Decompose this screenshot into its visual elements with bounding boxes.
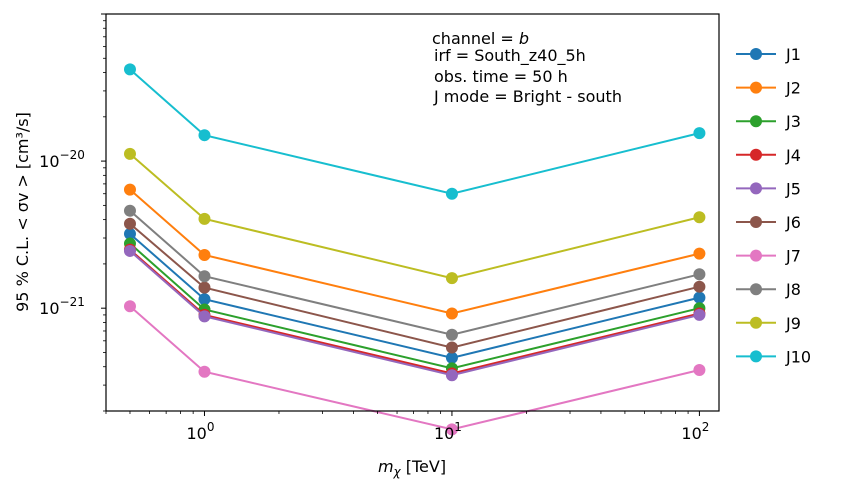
- data-point-J6-2: [445, 341, 458, 354]
- data-point-J10-2: [445, 187, 458, 200]
- legend-item-J4: J4: [736, 146, 801, 165]
- series-line-J1: [129, 233, 700, 359]
- annotation-obs-time: obs. time = 50 h: [434, 67, 568, 86]
- series-line-J5: [129, 250, 700, 377]
- x-tick-label: 102: [681, 420, 709, 443]
- data-point-J10-0: [123, 63, 136, 76]
- data-point-J5-3: [693, 308, 706, 321]
- data-point-J8-1: [198, 270, 211, 283]
- legend-item-J7: J7: [736, 247, 801, 266]
- data-point-J9-0: [123, 147, 136, 160]
- data-point-J8-0: [123, 204, 136, 217]
- data-point-J2-2: [445, 307, 458, 320]
- annotation-irf: irf = South_z40_5h: [434, 46, 586, 66]
- annotation-channel: channel = b: [432, 29, 529, 48]
- data-point-J2-3: [693, 247, 706, 260]
- legend-item-J5: J5: [736, 179, 801, 198]
- legend-marker: [750, 283, 762, 296]
- data-point-J6-1: [198, 281, 211, 294]
- data-point-J9-2: [445, 272, 458, 285]
- legend-marker: [750, 81, 762, 94]
- data-point-J9-1: [198, 212, 211, 225]
- series-line-J10: [129, 68, 700, 195]
- data-point-J5-2: [445, 369, 458, 382]
- legend-marker: [750, 316, 762, 329]
- data-point-J1-1: [198, 293, 211, 306]
- legend-label: J9: [785, 314, 801, 333]
- data-point-J7-0: [123, 300, 136, 313]
- legend-marker: [750, 350, 762, 363]
- annotation-j-mode: J mode = Bright - south: [433, 87, 622, 106]
- data-point-J8-3: [693, 268, 706, 281]
- data-point-J2-1: [198, 248, 211, 261]
- data-point-J1-0: [123, 227, 136, 240]
- legend-label: J10: [785, 347, 811, 366]
- series-J9: [123, 147, 706, 285]
- x-axis-label: mχ [TeV]: [378, 457, 446, 479]
- x-tick-label: 101: [434, 420, 462, 443]
- data-point-J7-3: [693, 364, 706, 376]
- series-J5: [123, 244, 706, 382]
- legend-marker: [750, 249, 762, 262]
- legend-marker: [750, 216, 762, 228]
- data-point-J6-3: [693, 280, 706, 293]
- data-point-J10-1: [198, 129, 211, 142]
- data-point-J10-3: [693, 127, 706, 140]
- series-J7: [123, 300, 706, 436]
- legend-label: J4: [785, 146, 801, 165]
- series-J6: [123, 217, 706, 354]
- data-point-J7-1: [198, 365, 211, 378]
- data-point-J9-3: [693, 211, 706, 224]
- data-point-J8-2: [445, 328, 458, 341]
- series-J1: [123, 227, 706, 364]
- data-point-J6-0: [123, 217, 136, 230]
- y-axis-label: 95 % C.L. < σv > [cm³/s]: [13, 112, 32, 312]
- legend-label: J5: [785, 179, 801, 198]
- legend-label: J2: [785, 79, 801, 98]
- legend-label: J3: [785, 112, 801, 131]
- series-J2: [123, 183, 706, 320]
- y-tick-label: 10−21: [39, 295, 85, 318]
- y-tick-label: 10−20: [39, 148, 85, 171]
- legend-item-J8: J8: [736, 280, 801, 299]
- series-line-J8: [129, 209, 700, 336]
- data-point-J2-0: [123, 183, 136, 196]
- data-point-J1-2: [445, 351, 458, 364]
- legend-label: J8: [785, 280, 801, 299]
- data-point-J1-3: [693, 291, 706, 304]
- legend-item-J10: J10: [736, 347, 811, 366]
- legend-marker: [750, 182, 762, 195]
- data-point-J5-1: [198, 310, 211, 323]
- series-line-J6: [129, 222, 700, 349]
- legend-marker: [750, 148, 762, 161]
- legend-item-J6: J6: [736, 213, 801, 232]
- legend-item-J2: J2: [736, 79, 801, 98]
- series-line-J9: [129, 153, 700, 280]
- legend-item-J9: J9: [736, 314, 801, 333]
- legend-item-J3: J3: [736, 112, 801, 131]
- legend-label: J6: [785, 213, 801, 232]
- data-point-J5-0: [123, 244, 136, 257]
- series-J10: [123, 63, 706, 200]
- plot-frame: [105, 13, 720, 412]
- legend-label: J1: [785, 45, 801, 64]
- series-line-J3: [129, 242, 700, 370]
- ticks-layer: 100 101 102 10−20 10−21: [39, 13, 709, 443]
- data-point-J7-2: [445, 423, 458, 436]
- series-line-J2: [129, 188, 700, 315]
- series-J8: [123, 204, 706, 341]
- series-line-J4: [129, 248, 700, 375]
- legend-item-J1: J1: [736, 45, 801, 64]
- legend-marker: [750, 115, 762, 128]
- series-line-J7: [129, 305, 700, 431]
- series-layer: [123, 63, 706, 436]
- legend-label: J7: [785, 247, 801, 266]
- legend-marker: [750, 48, 762, 60]
- x-tick-label: 100: [186, 420, 214, 443]
